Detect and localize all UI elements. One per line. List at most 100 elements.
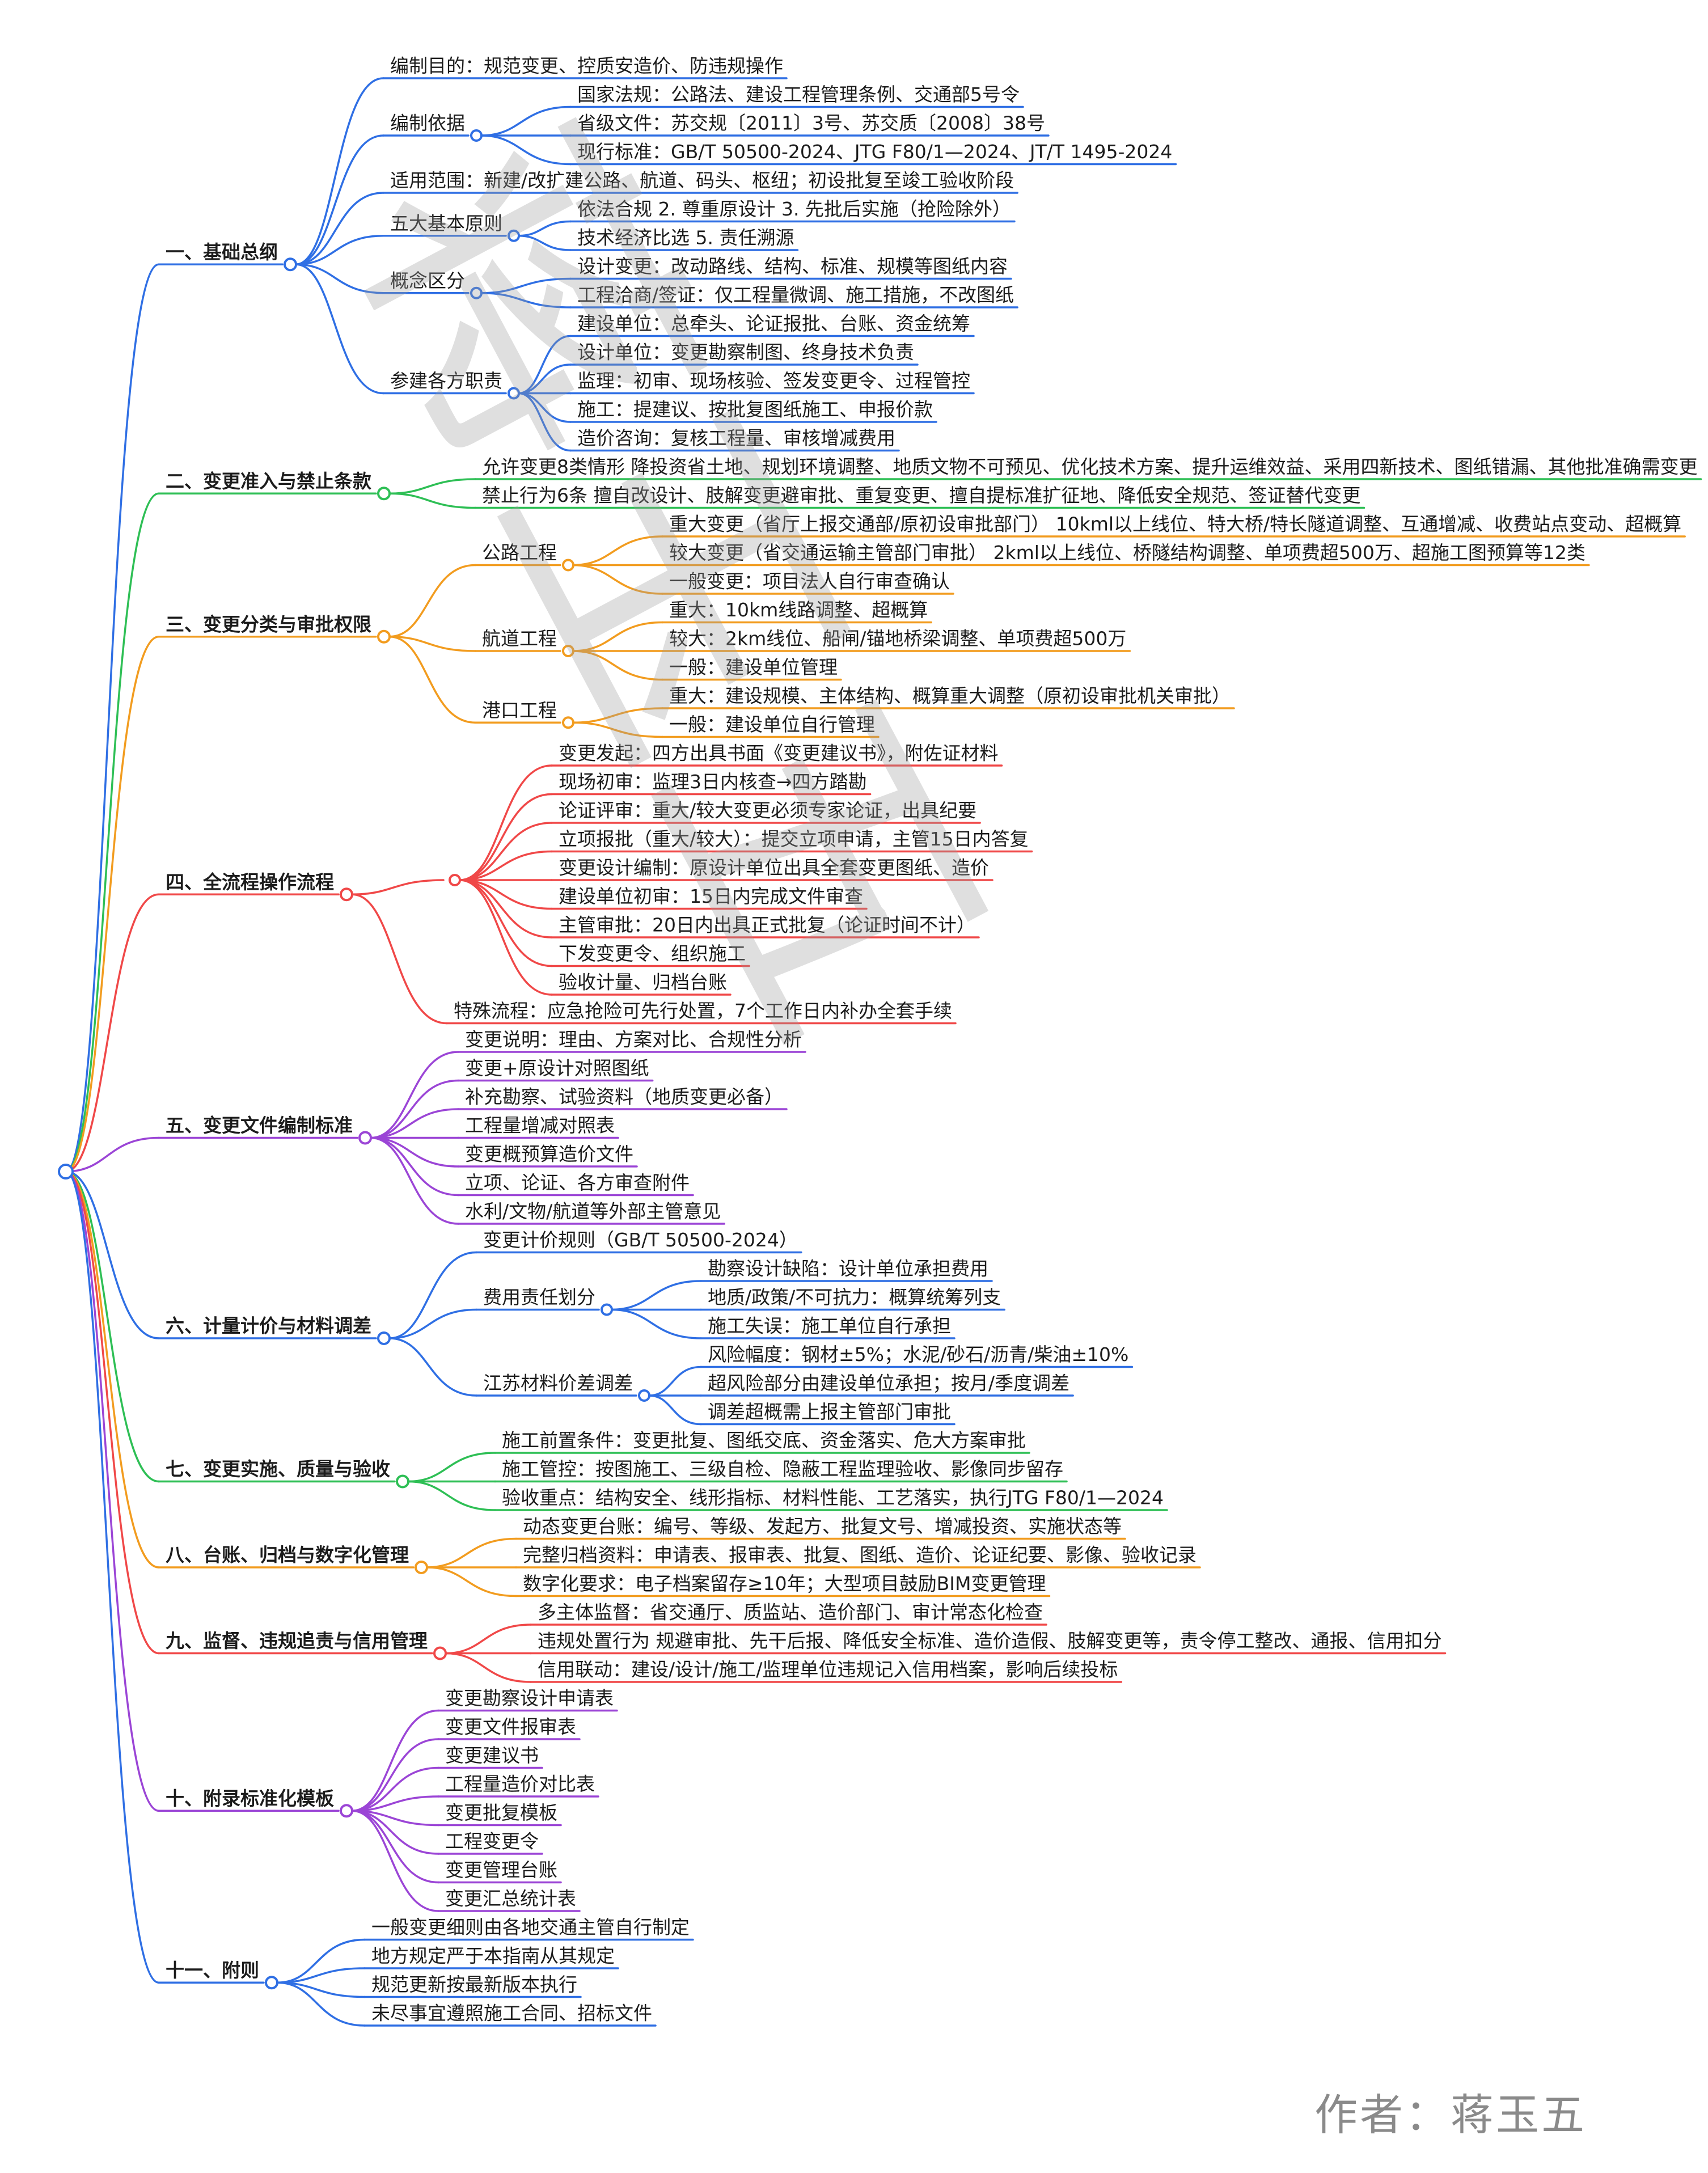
node-depth-3[interactable]: 风险幅度：钢材±5%；水泥/砂石/沥青/柴油±10%	[708, 1343, 1128, 1365]
node-depth-3[interactable]: 下发变更令、组织施工	[559, 942, 746, 965]
node-depth-3[interactable]: 重大：10km线路调整、超概算	[669, 599, 928, 621]
node-depth-3[interactable]: 超风险部分由建设单位承担；按月/季度调差	[708, 1372, 1069, 1394]
leaf-node[interactable]: 多主体监督：省交通厅、质监站、造价部门、审计常态化检查	[538, 1601, 1043, 1624]
leaf-node[interactable]: 违规处置行为 规避审批、先干后报、降低安全标准、造价造假、肢解变更等，责令停工整…	[538, 1630, 1442, 1652]
leaf-node[interactable]: 变更计价规则（GB/T 50500-2024）	[483, 1229, 798, 1251]
leaf-node[interactable]: 完整归档资料：申请表、报审表、批复、图纸、造价、论证纪要、影像、验收记录	[523, 1544, 1197, 1566]
node-toggle-icon[interactable]	[470, 129, 483, 142]
branch-node[interactable]: 六、计量计价与材料调差	[166, 1315, 391, 1345]
leaf-node[interactable]: 水利/文物/航道等外部主管意见	[465, 1200, 721, 1223]
node-depth-3[interactable]: 较大：2km线位、船闸/锚地桥梁调整、单项费超500万	[669, 628, 1126, 650]
node-toggle-icon[interactable]	[562, 645, 574, 657]
leaf-node[interactable]: 施工前置条件：变更批复、图纸交底、资金落实、危大方案审批	[502, 1430, 1026, 1452]
node-depth-3[interactable]: 立项报批（重大/较大）：提交立项申请，主管15日内答复	[559, 828, 1029, 850]
node-depth-3[interactable]: 重大：建设规模、主体结构、概算重大调整（原初设审批机关审批）	[669, 685, 1231, 707]
branch-node[interactable]: 四、全流程操作流程	[166, 871, 353, 902]
node-depth-3[interactable]: 设计单位：变更勘察制图、终身技术负责	[577, 341, 914, 363]
node-depth-3[interactable]: 一般：建设单位自行管理	[669, 713, 875, 735]
node-depth-3[interactable]: 依法合规 2. 尊重原设计 3. 先批后实施（抢险除外）	[577, 198, 1011, 220]
leaf-node[interactable]: 变更说明：理由、方案对比、合规性分析	[465, 1029, 802, 1051]
branch-node[interactable]: 九、监督、违规追责与信用管理	[166, 1630, 447, 1660]
node-toggle-icon[interactable]	[562, 559, 574, 572]
leaf-node[interactable]: 工程量增减对照表	[465, 1114, 615, 1136]
node-depth-3[interactable]: 现场初审：监理3日内核查→四方踏勘	[559, 771, 867, 793]
leaf-node[interactable]: 数字化要求：电子档案留存≥10年；大型项目鼓励BIM变更管理	[523, 1572, 1046, 1595]
node-toggle-icon[interactable]	[433, 1646, 447, 1660]
node-toggle-icon[interactable]	[449, 874, 461, 886]
node-toggle-icon[interactable]	[396, 1474, 409, 1489]
node-toggle-icon[interactable]	[470, 286, 483, 299]
branch-node[interactable]: 十、附录标准化模板	[166, 1787, 353, 1818]
node-toggle-icon[interactable]	[377, 1331, 391, 1345]
node-depth-3[interactable]: 重大变更（省厅上报交通部/原初设审批部门） 10kml以上线位、特大桥/特长隧道…	[669, 513, 1681, 535]
node-toggle-icon[interactable]	[358, 1131, 372, 1145]
leaf-node[interactable]: 立项、论证、各方审查附件	[465, 1172, 690, 1194]
leaf-node[interactable]: 规范更新按最新版本执行	[371, 1973, 577, 1996]
sub-node[interactable]: 参建各方职责	[390, 370, 520, 400]
branch-node[interactable]: 一、基础总纲	[166, 241, 297, 272]
node-toggle-icon[interactable]	[415, 1561, 428, 1574]
leaf-node[interactable]: 变更+原设计对照图纸	[465, 1057, 649, 1079]
node-depth-3[interactable]: 较大变更（省交通运输主管部门审批） 2kml以上线位、桥隧结构调整、单项费超50…	[669, 542, 1586, 564]
node-depth-3[interactable]: 一般变更：项目法人自行审查确认	[669, 570, 950, 593]
leaf-node[interactable]: 禁止行为6条 擅自改设计、肢解变更避审批、重复变更、擅自提标准扩征地、降低安全规…	[482, 484, 1361, 506]
leaf-node[interactable]: 变更文件报审表	[445, 1716, 576, 1738]
sub-node[interactable]: 编制依据	[390, 112, 483, 142]
node-toggle-icon[interactable]	[58, 1164, 74, 1179]
node-toggle-icon[interactable]	[340, 887, 353, 902]
branch-node[interactable]: 七、变更实施、质量与验收	[166, 1458, 409, 1489]
sub-node[interactable]: 江苏材料价差调差	[483, 1372, 650, 1402]
node-depth-3[interactable]: 工程洽商/签证：仅工程量微调、施工措施，不改图纸	[577, 284, 1014, 306]
sub-node[interactable]: 费用责任划分	[483, 1286, 613, 1316]
branch-node[interactable]: 十一、附则	[166, 1959, 278, 1990]
leaf-node[interactable]: 变更管理台账	[445, 1859, 557, 1881]
node-toggle-icon[interactable]	[508, 229, 520, 242]
node-depth-3[interactable]: 施工：提建议、按批复图纸施工、申报价款	[577, 399, 933, 421]
node-depth-3[interactable]: 验收计量、归档台账	[559, 971, 727, 994]
node-depth-3[interactable]: 一般：建设单位管理	[669, 656, 838, 678]
leaf-node[interactable]: 工程变更令	[445, 1830, 539, 1853]
node-toggle-icon[interactable]	[562, 716, 574, 729]
leaf-node[interactable]: 变更概预算造价文件	[465, 1143, 633, 1165]
branch-node[interactable]: 二、变更准入与禁止条款	[166, 470, 391, 501]
leaf-node[interactable]: 特殊流程：应急抢险可先行处置，7个工作日内补办全套手续	[454, 1000, 952, 1022]
leaf-node[interactable]: 工程量造价对比表	[445, 1773, 595, 1795]
leaf-node[interactable]: 信用联动：建设/设计/施工/监理单位违规记入信用档案，影响后续投标	[538, 1659, 1118, 1681]
leaf-node[interactable]: 未尽事宜遵照施工合同、招标文件	[371, 2002, 652, 2024]
leaf-node[interactable]: 变更批复模板	[445, 1802, 557, 1824]
leaf-node[interactable]: 编制目的：规范变更、控质安造价、防违规操作	[390, 55, 783, 77]
node-depth-3[interactable]: 变更发起：四方出具书面《变更建议书》，附佐证材料	[559, 742, 999, 764]
leaf-node[interactable]: 允许变更8类情形 降投资省土地、规划环境调整、地质文物不可预见、优化技术方案、提…	[482, 456, 1698, 478]
leaf-node[interactable]: 施工管控：按图施工、三级自检、隐蔽工程监理验收、影像同步留存	[502, 1458, 1063, 1480]
node-depth-3[interactable]: 国家法规：公路法、建设工程管理条例、交通部5号令	[577, 83, 1020, 105]
branch-node[interactable]: 五、变更文件编制标准	[166, 1114, 372, 1145]
sub-node[interactable]: 公路工程	[482, 542, 574, 572]
node-toggle-icon[interactable]	[508, 387, 520, 400]
node-depth-3[interactable]: 现行标准：GB/T 50500-2024、JTG F80/1—2024、JT/T…	[577, 141, 1172, 163]
node-depth-3[interactable]: 地质/政策/不可抗力：概算统筹列支	[708, 1286, 1001, 1308]
node-depth-3[interactable]: 建设单位：总牵头、论证报批、台账、资金统筹	[577, 312, 970, 335]
sub-node[interactable]: 航道工程	[482, 628, 574, 657]
leaf-node[interactable]: 动态变更台账：编号、等级、发起方、批复文号、增减投资、实施状态等	[523, 1515, 1122, 1537]
branch-node[interactable]: 八、台账、归档与数字化管理	[166, 1544, 428, 1574]
sub-node[interactable]: 五大基本原则	[390, 212, 520, 242]
node-toggle-icon[interactable]	[638, 1389, 650, 1402]
node-toggle-icon[interactable]	[284, 257, 297, 272]
node-depth-3[interactable]: 施工失误：施工单位自行承担	[708, 1315, 951, 1337]
leaf-node[interactable]: 地方规定严于本指南从其规定	[371, 1945, 615, 1967]
node-toggle-icon[interactable]	[340, 1804, 353, 1818]
node-depth-3[interactable]: 省级文件：苏交规〔2011〕3号、苏交质〔2008〕38号	[577, 112, 1045, 134]
node-toggle-icon[interactable]	[265, 1976, 278, 1990]
node-depth-3[interactable]: 造价咨询：复核工程量、审核增减费用	[577, 427, 895, 449]
node-depth-3[interactable]: 建设单位初审：15日内完成文件审查	[559, 885, 863, 907]
node-depth-3[interactable]: 调差超概需上报主管部门审批	[708, 1401, 951, 1423]
node-depth-3[interactable]: 勘察设计缺陷：设计单位承担费用	[708, 1258, 988, 1280]
node-depth-3[interactable]: 监理：初审、现场核验、签发变更令、过程管控	[577, 370, 970, 392]
sub-node[interactable]	[449, 874, 461, 886]
node-depth-3[interactable]: 设计变更：改动路线、结构、标准、规模等图纸内容	[577, 255, 1008, 277]
node-depth-3[interactable]: 技术经济比选 5. 责任溯源	[577, 227, 794, 249]
branch-node[interactable]: 三、变更分类与审批权限	[166, 613, 391, 644]
leaf-node[interactable]: 适用范围：新建/改扩建公路、航道、码头、枢纽；初设批复至竣工验收阶段	[390, 170, 1014, 192]
leaf-node[interactable]: 变更汇总统计表	[445, 1888, 576, 1910]
leaf-node[interactable]: 变更建议书	[445, 1744, 539, 1766]
